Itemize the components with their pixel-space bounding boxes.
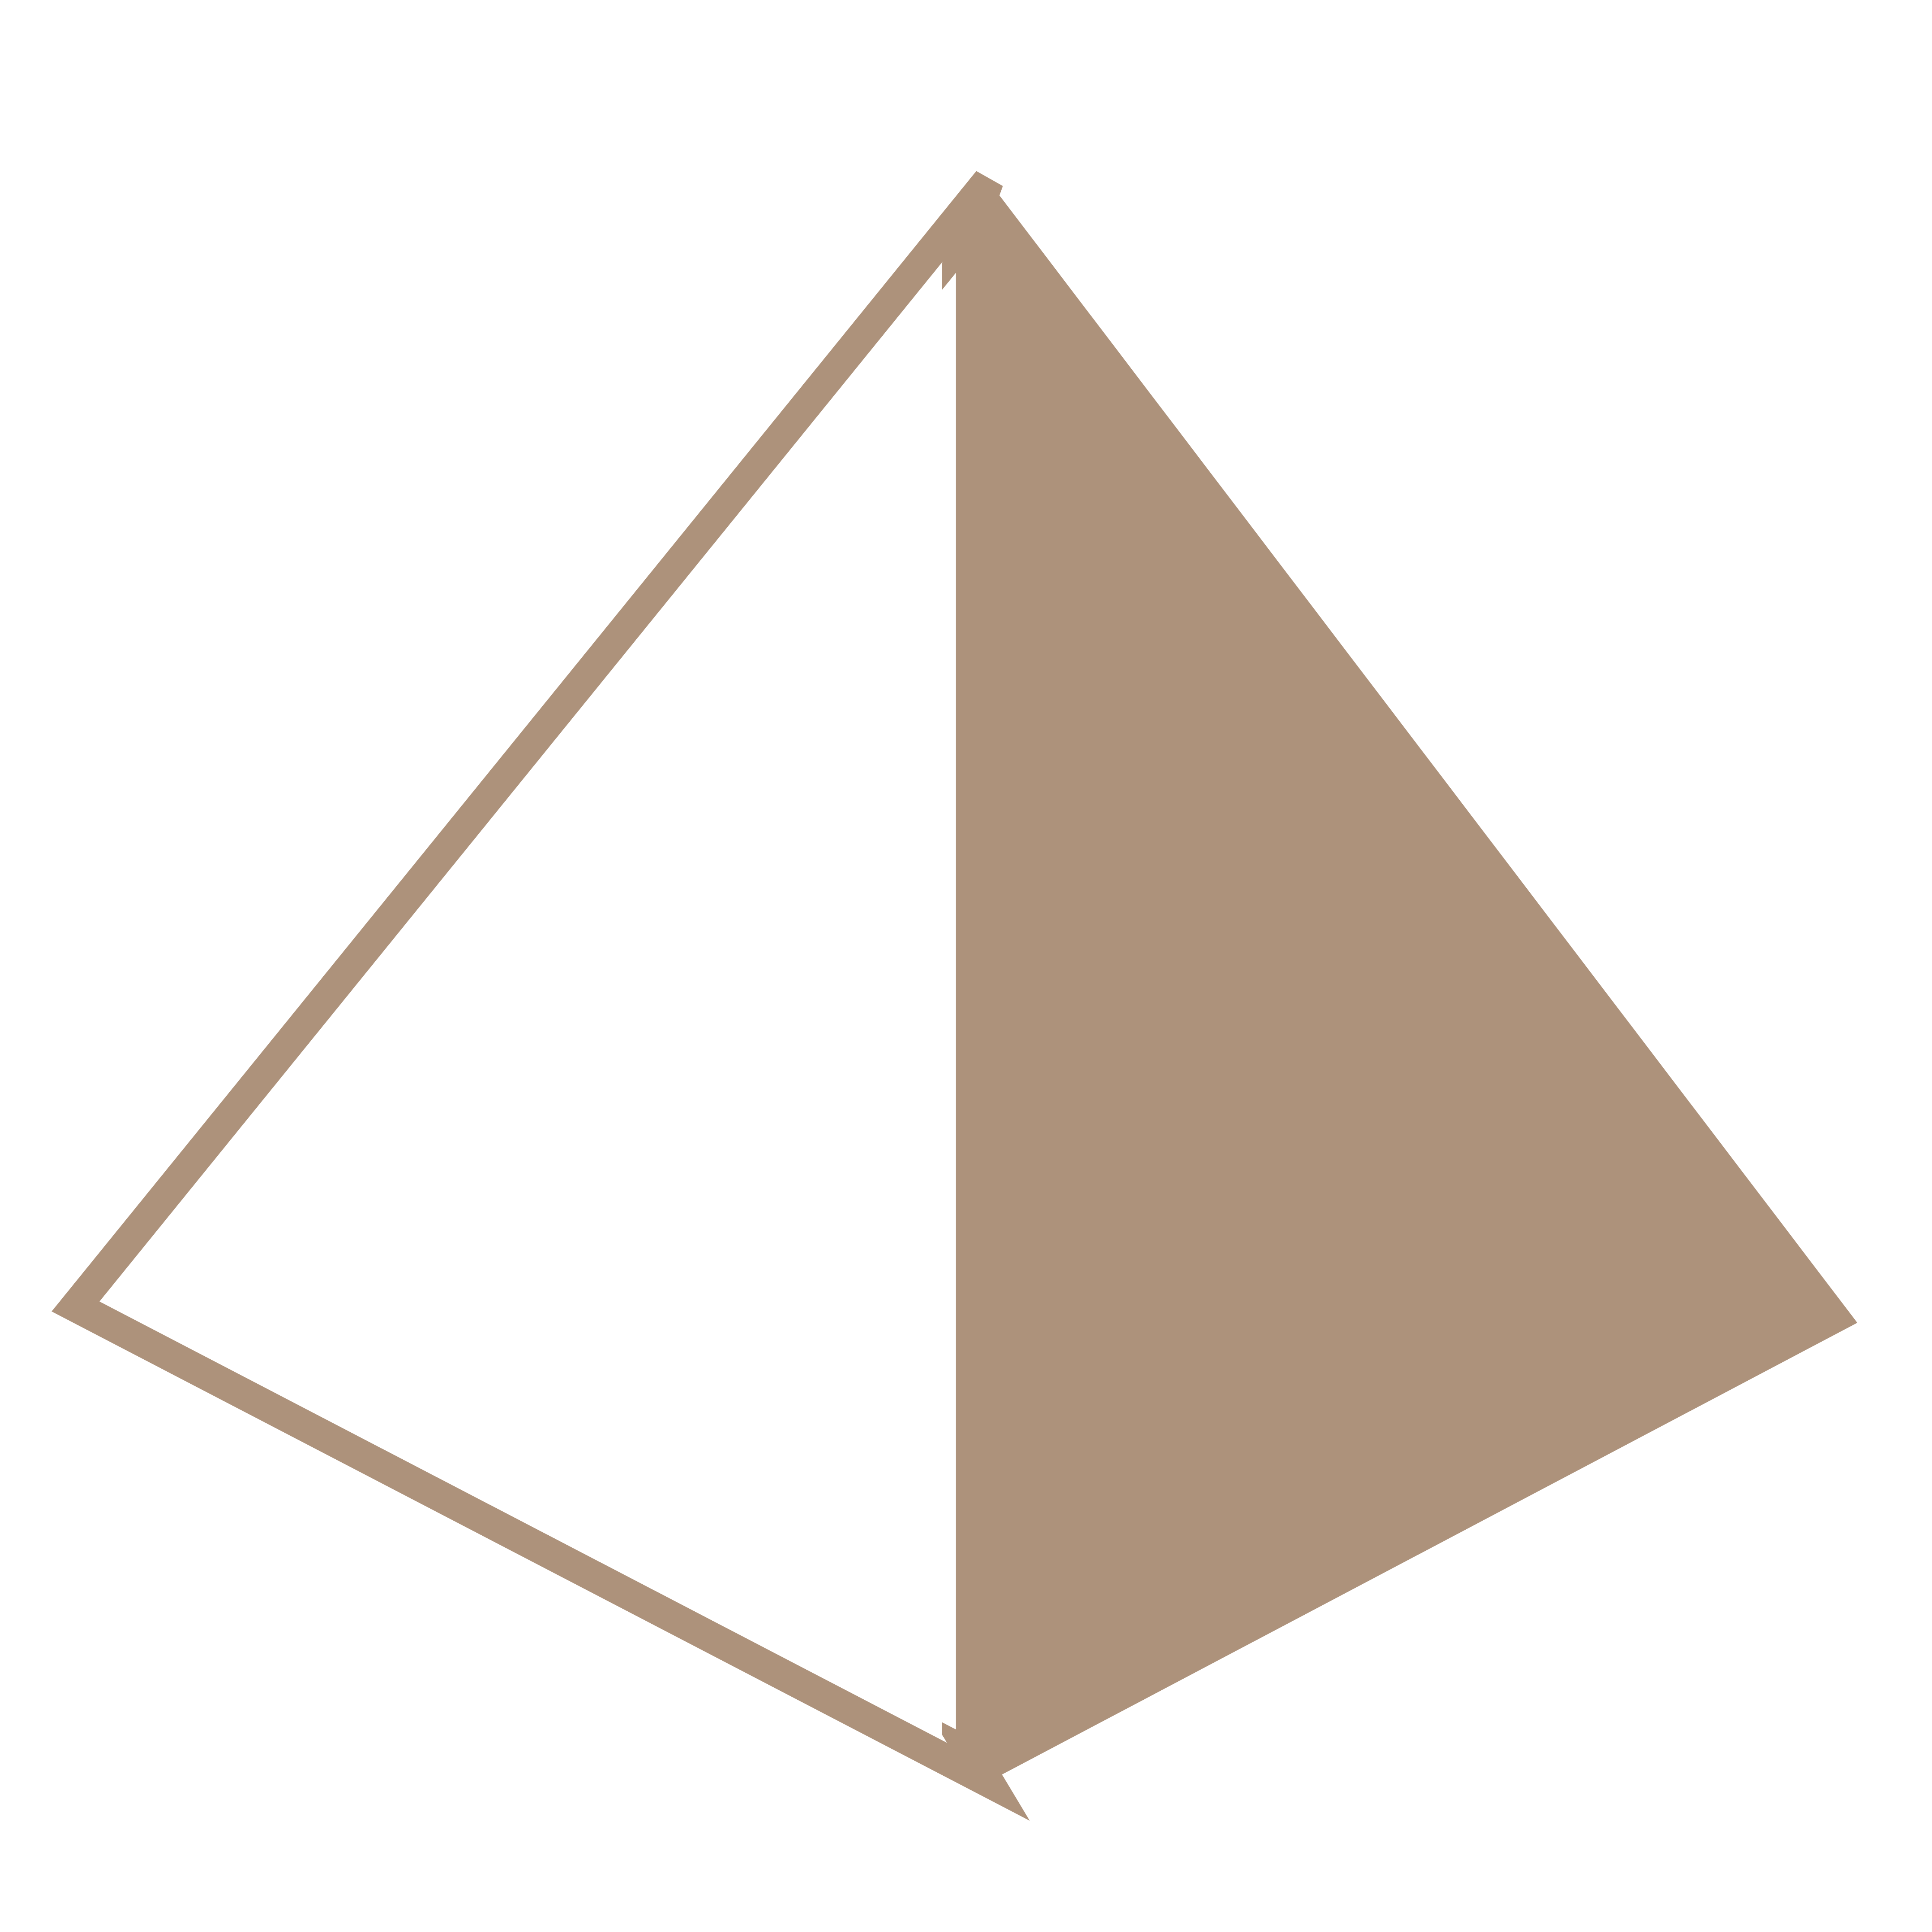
pyramid-right-face xyxy=(957,181,1857,1782)
pyramid-left-face-outline xyxy=(52,171,1030,1821)
pyramid-left-face xyxy=(125,273,956,1729)
